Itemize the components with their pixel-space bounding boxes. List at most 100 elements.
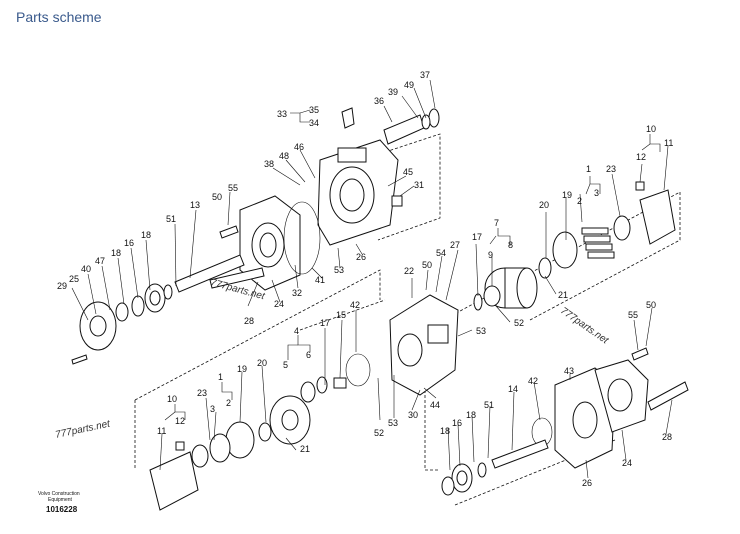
label-21: 21 [558,290,568,300]
shaft-15 [300,376,347,403]
swash-plate-right [635,181,676,245]
label-50b: 50 [422,260,432,270]
valve-plate-right [538,231,578,279]
label-14: 14 [508,384,518,394]
label-19: 19 [562,190,572,200]
label-53c: 53 [476,326,486,336]
label-52: 52 [374,428,384,438]
label-28: 28 [244,316,254,326]
cylinder-block-left [258,395,311,445]
label-27: 27 [450,240,460,250]
label-20: 20 [539,200,549,210]
label-53b: 53 [388,418,398,428]
label-35: 35 [309,105,319,115]
valve-stem [383,108,440,145]
label-29: 29 [57,281,67,291]
label-42: 42 [350,300,360,310]
brand-line-2: Equipment [48,497,73,503]
label-41: 41 [315,275,325,285]
swash-plate-left [149,441,199,511]
label-12: 12 [636,152,646,162]
o-ring-42 [345,353,371,387]
label-4: 4 [294,326,299,336]
label-25: 25 [69,274,79,284]
label-11b: 11 [157,426,166,436]
label-2: 2 [577,196,582,206]
label-16: 16 [124,238,134,248]
label-31: 31 [414,180,424,190]
label-30: 30 [408,410,418,420]
bolt-50-left [219,225,239,239]
label-43: 43 [564,366,574,376]
label-3: 3 [594,188,599,198]
label-10: 10 [646,124,656,134]
label-12b: 12 [175,416,185,426]
label-28b: 28 [662,432,672,442]
flange-24-right [594,359,649,433]
label-49: 49 [404,80,414,90]
label-36: 36 [374,96,384,106]
label-7: 7 [494,218,499,228]
o-ring-41 [283,201,321,275]
valve-block [389,294,459,396]
plug-35 [341,107,355,129]
label-13: 13 [190,200,200,210]
label-55: 55 [228,183,238,193]
port-plate-24 [239,195,301,291]
bolt-29 [71,354,88,365]
label-26b: 26 [582,478,592,488]
label-39: 39 [388,87,398,97]
brand-line-1: Volvo Construction [38,491,80,497]
label-17: 17 [320,318,330,328]
label-34: 34 [309,118,319,128]
label-50c: 50 [646,300,656,310]
label-40: 40 [81,264,91,274]
label-8: 8 [508,240,513,250]
label-45: 45 [403,167,413,177]
label-18b: 18 [111,248,121,258]
bolt-28-right [647,381,689,411]
label-18d: 18 [466,410,476,420]
label-9: 9 [488,250,493,260]
watermark-2: 777parts.net [558,305,611,347]
label-38: 38 [264,159,274,169]
bearing-18-left [115,283,173,322]
label-32: 32 [292,288,302,298]
label-54: 54 [436,248,446,258]
label-18c: 18 [440,426,450,436]
label-22: 22 [404,266,414,276]
label-24b: 24 [622,458,632,468]
label-23b: 23 [197,388,207,398]
cover-25 [79,301,117,351]
label-55b: 55 [628,310,638,320]
label-11: 11 [664,138,673,148]
label-48: 48 [279,151,289,161]
label-10b: 10 [167,394,177,404]
label-16b: 16 [452,418,462,428]
label-17b: 17 [472,232,482,242]
shaft-14 [491,439,549,469]
label-37: 37 [420,70,430,80]
label-33: 33 [277,109,287,119]
label-42b: 42 [528,376,538,386]
label-51b: 51 [484,400,494,410]
callout-labels: 33 35 34 36 39 49 37 38 48 46 45 31 50 5… [57,70,673,488]
label-23: 23 [606,164,616,174]
label-24: 24 [274,299,284,309]
shaft-13 [174,254,265,293]
bolt-55-right [631,347,649,361]
shoe-plate-right [613,215,631,241]
pistons-right [581,227,615,259]
label-5: 5 [283,360,288,370]
label-50: 50 [212,192,222,202]
label-46: 46 [294,142,304,152]
lower-housing [554,367,616,469]
plug-31 [391,195,403,207]
label-19b: 19 [237,364,247,374]
label-6: 6 [306,350,311,360]
label-20b: 20 [257,358,267,368]
label-47: 47 [95,256,105,266]
piston-assembly-left [191,421,255,468]
label-15: 15 [336,310,346,320]
